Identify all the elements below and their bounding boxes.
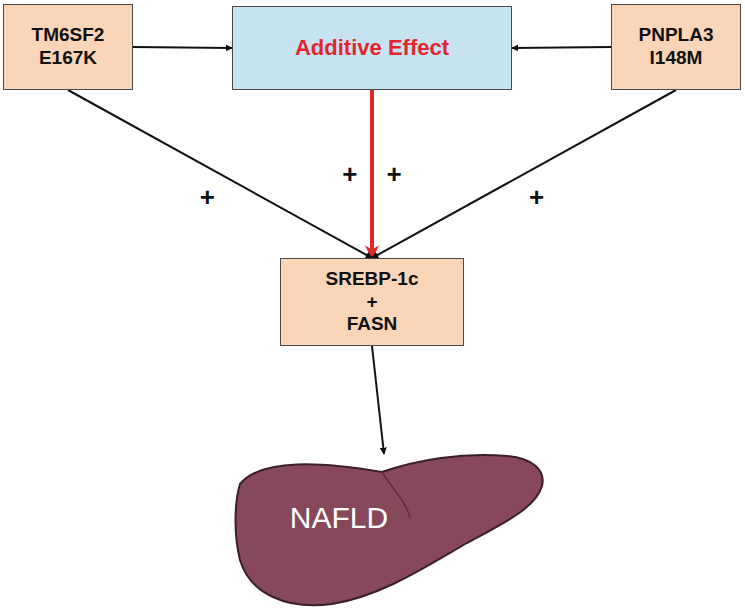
connector-arrow: [372, 90, 676, 258]
process-box: SREBP-1c+FASN: [280, 258, 464, 346]
connector-arrow: [512, 47, 611, 48]
effect-box: Additive Effect: [232, 6, 512, 90]
box-text: PNPLA3 I148M: [620, 24, 732, 70]
connector-arrow: [372, 346, 384, 454]
gene-box: TM6SF2 E167K: [3, 4, 133, 90]
gene-box: PNPLA3 I148M: [611, 4, 741, 90]
liver-organ: NAFLD: [232, 448, 548, 612]
sign-label: +: [200, 184, 215, 210]
box-text: SREBP-1c: [326, 268, 419, 291]
box-text: TM6SF2 E167K: [12, 24, 124, 70]
box-text: +: [366, 291, 377, 314]
sign-label: +: [529, 184, 544, 210]
organ-label: NAFLD: [290, 500, 388, 536]
connector-arrow: [68, 90, 372, 258]
connector-arrow: [133, 47, 232, 48]
box-text: Additive Effect: [295, 35, 449, 61]
box-text: FASN: [347, 313, 398, 336]
liver-outline: [232, 448, 548, 612]
sign-label: + +: [342, 161, 402, 187]
